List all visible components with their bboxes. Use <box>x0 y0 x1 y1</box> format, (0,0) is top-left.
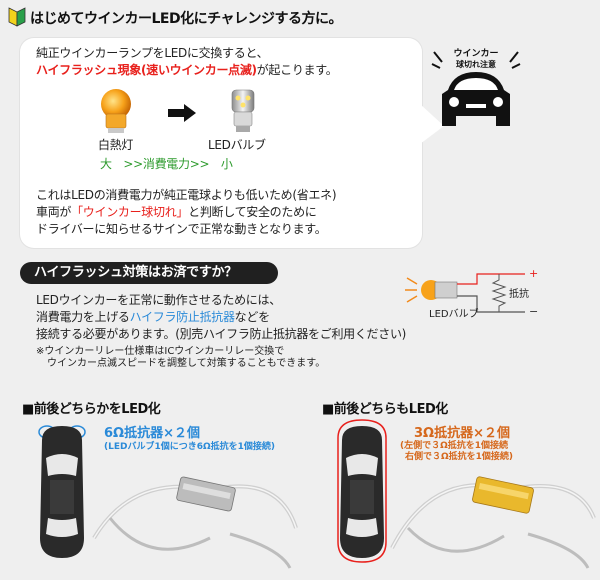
bubble-text-line: 車両が「ウインカー球切れ」と判断して安全のために <box>36 204 317 220</box>
section-title-front-or-rear: ■前後どちらかをLED化 <box>22 402 161 417</box>
hyperflash-highlight: ハイフラッシュ現象(速いウインカー点滅) <box>36 63 257 77</box>
car-top-view-front-highlight <box>38 425 86 558</box>
incandescent-label: 白熱灯 <box>98 138 134 152</box>
bubble-text-line: これはLEDの消費電力が純正電球よりも低いため(省エネ) <box>36 188 337 202</box>
bubble-text-fragment: が起こります。 <box>256 63 338 77</box>
section-title-front-and-rear: ■前後どちらもLED化 <box>322 402 448 417</box>
resistor-spec-title: 3Ω抵抗器×２個 <box>414 426 510 441</box>
body-text-line: 消費電力を上げるハイフラ防止抵抗器などを <box>36 309 270 325</box>
bubble-text-line: ドライバーに知らせるサインで正常な動きとなります。 <box>36 222 327 236</box>
bubble-text-fragment: と判断して安全のために <box>188 205 317 219</box>
car-top-view-all-highlight <box>337 419 387 563</box>
bubble-tail <box>420 104 444 144</box>
car-warning-text: ウインカー <box>453 48 498 59</box>
car-warning-icon: ウインカー 球切れ注意 <box>431 48 521 126</box>
bulb-burnout-highlight: 「ウインカー球切れ」 <box>71 205 189 219</box>
body-text-line: LEDウインカーを正常に動作させるためには、 <box>36 293 281 307</box>
body-text-fragment: などを <box>234 310 270 324</box>
resistor-spec-note: (左側で３Ω抵抗を1個接続 <box>400 441 509 451</box>
explanation-bubble <box>20 38 422 248</box>
resistor-spec-note: 右側で３Ω抵抗を1個接続) <box>405 452 514 462</box>
resistor-spec-note: (LEDバルブ1個につき6Ω抵抗を1個接続) <box>104 442 276 452</box>
circuit-resistor-label: 抵抗 <box>509 289 529 300</box>
footnote-line: ウインカー点滅スピードを調整して対策することもできます。 <box>47 358 326 369</box>
circuit-led-label: LEDバルブ <box>429 309 479 320</box>
led-bulb-icon <box>231 89 255 132</box>
resistor-spec-title: 6Ω抵抗器×２個 <box>104 426 200 441</box>
gold-resistor-image <box>390 476 596 569</box>
arrow-right-icon <box>168 104 196 122</box>
page-title: はじめてウインカーLED化にチャレンジする方に。 <box>30 11 342 27</box>
silver-resistor-image <box>92 476 298 569</box>
resistor-circuit-diagram: + − <box>405 268 538 318</box>
section-heading-pill: ハイフラッシュ対策はお済ですか？ <box>20 262 278 284</box>
bubble-text-fragment: 車両が <box>36 205 72 219</box>
circuit-plus-label: + <box>529 268 538 280</box>
incandescent-bulb-icon <box>101 89 131 133</box>
beginner-mark-icon <box>8 7 26 27</box>
body-text-fragment: 消費電力を上げる <box>36 310 130 324</box>
footnote-line: ※ウインカーリレー仕様車はICウインカーリレー交換で <box>36 346 285 357</box>
power-consumption-scale: 大 >>消費電力>> 小 <box>100 157 233 171</box>
bubble-text-line: 純正ウインカーランプをLEDに交換すると、 <box>36 46 269 60</box>
car-warning-text: 球切れ注意 <box>456 59 496 69</box>
led-bulb-label: LEDバルブ <box>208 138 266 152</box>
circuit-minus-label: − <box>529 305 538 318</box>
bubble-text-line: ハイフラッシュ現象(速いウインカー点滅)が起こります。 <box>36 62 338 78</box>
resistor-highlight: ハイフラ防止抵抗器 <box>129 310 235 324</box>
body-text-line: 接続する必要があります。(別売ハイフラ防止抵抗器をご利用ください) <box>36 327 407 341</box>
